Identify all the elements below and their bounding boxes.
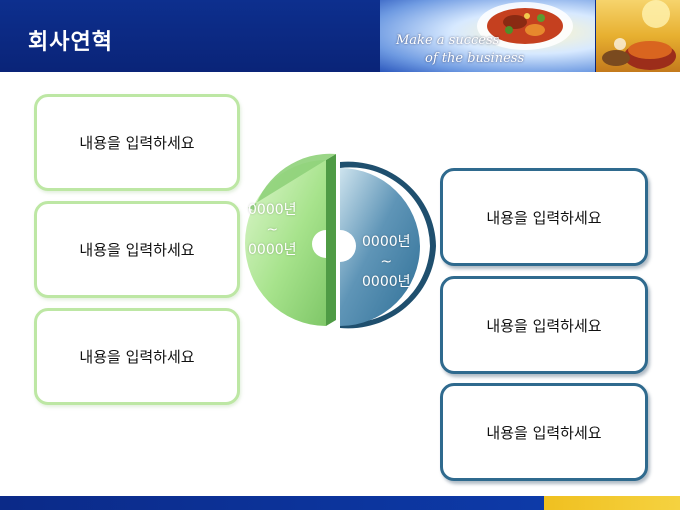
pie-left-label: 0000년 ~ 0000년 xyxy=(248,200,297,260)
slogan-line-2: of the business xyxy=(425,51,525,66)
box-label: 내용을 입력하세요 xyxy=(79,348,195,366)
header-bar: 회사연혁 Make a success of the business xyxy=(0,0,680,72)
footer-bar xyxy=(0,496,680,510)
box-label: 내용을 입력하세요 xyxy=(486,423,602,442)
pie-right-segment-top xyxy=(340,168,420,326)
history-box-right-2: 내용을 입력하세요 xyxy=(440,276,648,374)
food-bowl-image xyxy=(602,0,676,70)
pie-right-end-year: 0000년 xyxy=(362,274,411,290)
history-box-right-3: 내용을 입력하세요 xyxy=(440,383,648,481)
pie-left-start-year: 0000년 xyxy=(248,202,297,218)
box-label: 내용을 입력하세요 xyxy=(486,316,602,335)
period-pie-diagram: 0000년 ~ 0000년 0000년 ~ 0000년 xyxy=(244,150,444,330)
box-label: 내용을 입력하세요 xyxy=(79,241,195,259)
box-label: 내용을 입력하세요 xyxy=(486,208,602,227)
pie-right-label: 0000년 ~ 0000년 xyxy=(362,232,411,292)
pie-right-tilde: ~ xyxy=(380,254,393,270)
pie-left-end-year: 0000년 xyxy=(248,242,297,258)
pie-right-start-year: 0000년 xyxy=(362,234,411,250)
slogan-line-1: Make a success xyxy=(396,33,500,48)
pie-left-segment-depth xyxy=(326,154,336,326)
history-box-left-2: 내용을 입력하세요 xyxy=(34,201,240,298)
pie-left-tilde: ~ xyxy=(266,222,279,238)
food-dish-image xyxy=(477,2,573,50)
page-title: 회사연혁 xyxy=(28,30,113,55)
pie-graphic xyxy=(245,153,436,329)
header-food-image xyxy=(596,0,680,72)
header-banner: Make a success of the business xyxy=(380,0,595,72)
pie-left-segment-top xyxy=(245,160,326,326)
box-label: 내용을 입력하세요 xyxy=(79,134,195,152)
history-box-left-3: 내용을 입력하세요 xyxy=(34,308,240,405)
history-box-left-1: 내용을 입력하세요 xyxy=(34,94,240,191)
history-box-right-1: 내용을 입력하세요 xyxy=(440,168,648,266)
